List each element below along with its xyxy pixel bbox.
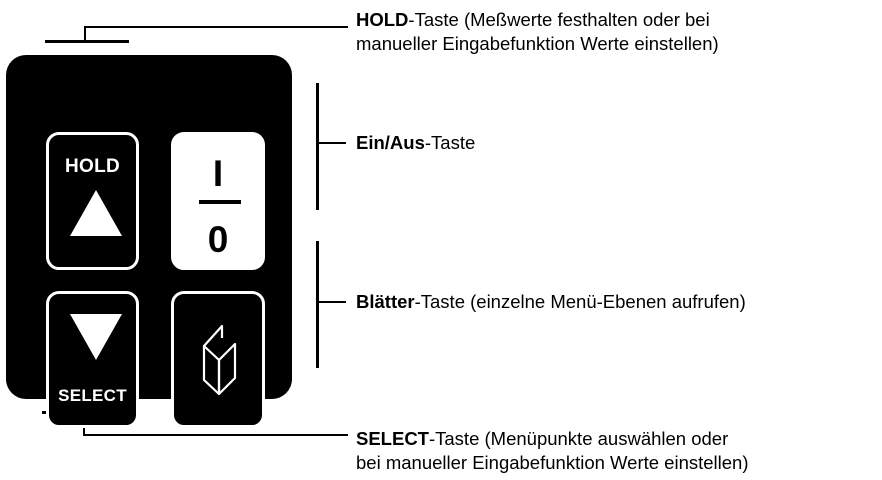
select-key[interactable]: SELECT (46, 291, 139, 428)
book-pages-icon (202, 324, 237, 396)
power-caption-bold: Ein/Aus (356, 132, 425, 153)
select-caption: SELECT-Taste (Menüpunkte auswählen oder … (356, 427, 749, 475)
hold-key[interactable]: HOLD (46, 132, 139, 270)
pager-leader (318, 301, 346, 303)
hold-leader-vertical (84, 26, 86, 41)
power-leader (318, 142, 346, 144)
power-divider (199, 200, 241, 204)
triangle-up-icon (70, 190, 122, 236)
power-off-symbol: 0 (207, 219, 229, 260)
select-leader-horizontal (83, 434, 348, 436)
hold-caption-line1: HOLD-Taste (Meßwerte festhalten oder bei (356, 9, 710, 30)
select-caption-bold: SELECT (356, 428, 429, 449)
power-caption: Ein/Aus-Taste (356, 131, 475, 155)
power-caption-rest: -Taste (424, 132, 476, 153)
hold-caption-rest: -Taste (Meßwerte festhalten oder bei (408, 9, 710, 30)
select-caption-rest: -Taste (Menüpunkte auswählen oder (428, 428, 729, 449)
power-key[interactable]: I 0 (171, 132, 265, 270)
hold-caption-line2: manueller Eingabefunktion Werte einstell… (356, 33, 719, 54)
pager-bracket (316, 241, 319, 368)
power-bracket (316, 83, 319, 210)
select-caption-line1: SELECT-Taste (Menüpunkte auswählen oder (356, 428, 728, 449)
select-caption-line2: bei manueller Eingabefunktion Werte eins… (356, 452, 749, 473)
hold-key-label: HOLD (64, 156, 121, 177)
pager-key[interactable] (171, 291, 265, 428)
hold-indicator-bar (45, 40, 129, 43)
hold-leader-horizontal (84, 26, 348, 28)
keypad-panel: HOLD I 0 SELECT (6, 55, 292, 428)
pager-caption: Blätter-Taste (einzelne Menü-Ebenen aufr… (356, 290, 746, 314)
pager-caption-bold: Blätter (356, 291, 415, 312)
pager-caption-rest: -Taste (einzelne Menü-Ebenen aufrufen) (414, 291, 746, 312)
triangle-down-icon (70, 314, 122, 360)
select-key-label: SELECT (58, 386, 127, 405)
power-on-symbol: I (212, 153, 224, 194)
hold-caption-bold: HOLD (356, 9, 409, 30)
hold-caption: HOLD-Taste (Meßwerte festhalten oder bei… (356, 8, 719, 56)
